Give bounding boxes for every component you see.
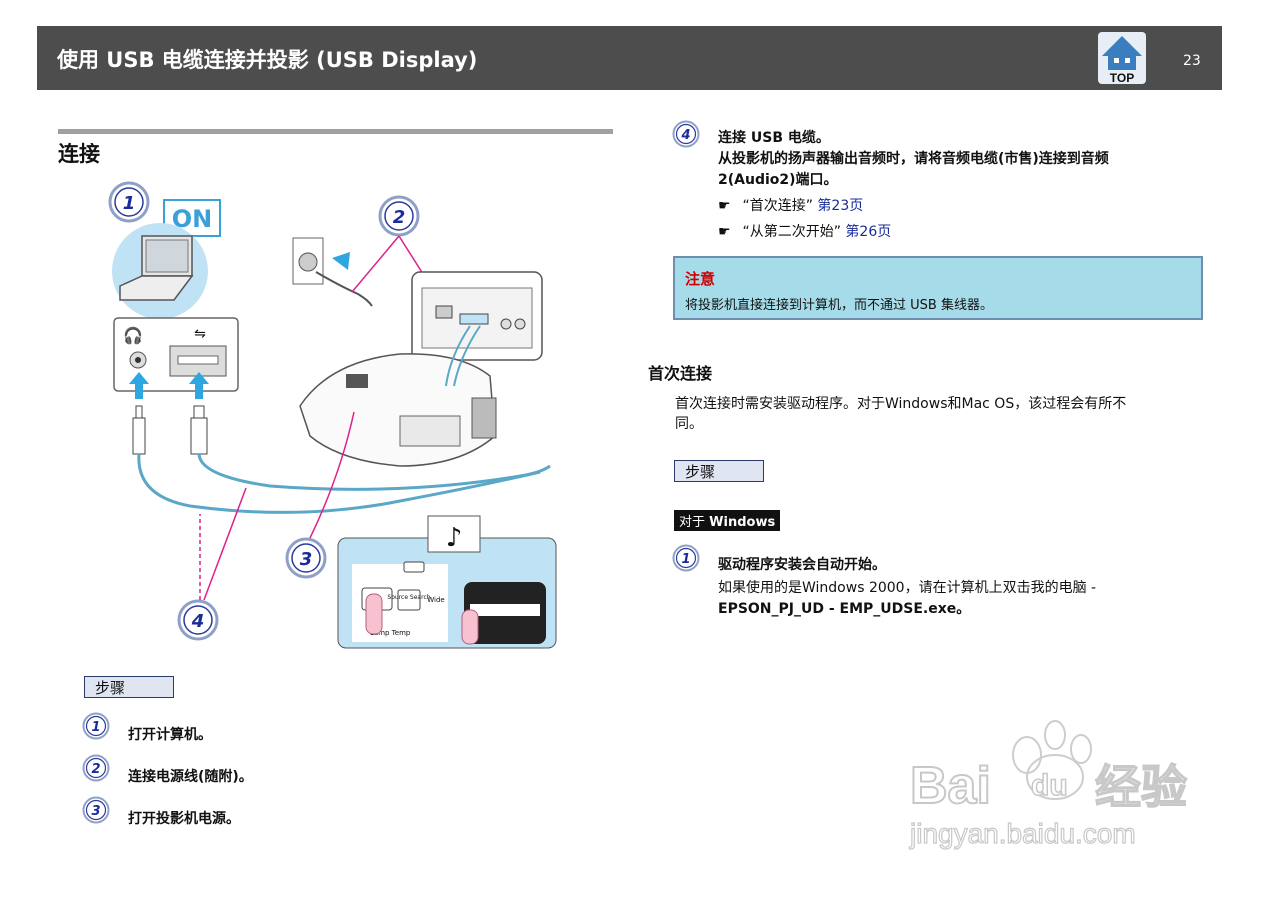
- note-text: 将投影机直接连接到计算机，而不通过 USB 集线器。: [685, 298, 993, 313]
- section-rule: [58, 129, 613, 134]
- top-home-icon[interactable]: TOP: [1096, 30, 1148, 86]
- connection-diagram: 1 ON 🎧 ⇋: [108, 181, 557, 649]
- first-connection-para-line1: 首次连接时需安装驱动程序。对于Windows和Mac OS，该过程会有所不: [675, 396, 1127, 412]
- win-step-1-number-icon: 1: [672, 544, 700, 572]
- note-title: 注意: [685, 270, 716, 288]
- svg-text:Bai: Bai: [910, 757, 991, 815]
- win-step-1-detail-line2: EPSON_PJ_UD - EMP_UDSE.exe。: [718, 601, 971, 617]
- step-4-title: 连接 USB 电缆。: [718, 130, 830, 146]
- callout-1-icon: 1: [108, 181, 150, 223]
- baidu-watermark-logo: Bai du 经验 jingyan.baidu.com: [908, 720, 1188, 850]
- svg-text:3: 3: [91, 804, 100, 819]
- plug-arrows: [129, 372, 209, 399]
- svg-text:du: du: [1031, 769, 1068, 802]
- ref-page-link[interactable]: 第23页: [817, 198, 864, 214]
- svg-text:Source Search: Source Search: [387, 594, 430, 601]
- svg-text:3: 3: [300, 549, 313, 570]
- svg-text:1: 1: [681, 552, 690, 567]
- svg-text:经验: 经验: [1095, 760, 1187, 814]
- projector-icon: [299, 353, 497, 467]
- svg-text:jingyan.baidu.com: jingyan.baidu.com: [909, 818, 1136, 849]
- step-3-number-icon: 3: [82, 796, 110, 824]
- first-connection-para-line2: 同。: [675, 416, 703, 432]
- callout-2-icon: 2: [378, 195, 420, 237]
- svg-text:Lamp Temp: Lamp Temp: [370, 629, 411, 637]
- step-4-number-icon: 4: [672, 120, 700, 148]
- header-bar: 使用 USB 电缆连接并投影 (USB Display) TOP 23: [37, 26, 1222, 90]
- step-3-text: 打开投影机电源。: [128, 811, 240, 827]
- page-header-title: 使用 USB 电缆连接并投影 (USB Display): [57, 48, 478, 72]
- pointing-hand-icon: ☛: [718, 198, 731, 214]
- step-2-number-icon: 2: [82, 754, 110, 782]
- laptop-icon: [112, 223, 208, 319]
- first-connection-heading: 首次连接: [648, 364, 713, 383]
- usb-plug: [190, 405, 208, 455]
- callout-3-icon: 3: [285, 537, 327, 579]
- windows-os-tag: 对于 Windows: [674, 510, 781, 531]
- svg-text:2: 2: [393, 207, 406, 228]
- svg-text:1: 1: [123, 193, 136, 214]
- page-number: 23: [1183, 53, 1201, 69]
- note-box: 注意 将投影机直接连接到计算机，而不通过 USB 集线器。: [673, 256, 1203, 320]
- svg-text:4: 4: [191, 611, 205, 632]
- computer-port-panel: 🎧 ⇋: [113, 317, 239, 392]
- pointing-hand-icon: ☛: [718, 224, 731, 240]
- svg-text:4: 4: [680, 128, 690, 143]
- step-4-detail-line1: 从投影机的扬声器输出音频时，请将音频电缆(市售)连接到音频: [718, 151, 1109, 167]
- power-outlet-icon: [292, 237, 373, 307]
- svg-text:⇋: ⇋: [194, 326, 206, 342]
- ref-page-link[interactable]: 第26页: [845, 224, 892, 240]
- audio-plug: [132, 405, 146, 455]
- ref-quote: “首次连接”: [742, 198, 813, 214]
- projector-port-inset: [411, 271, 543, 361]
- music-note-icon: ♪: [446, 523, 463, 553]
- ref-second-connection[interactable]: ☛ “从第二次开始” 第26页: [718, 221, 891, 241]
- ref-quote: “从第二次开始”: [742, 224, 841, 240]
- steps-tag-right: 步骤: [674, 460, 764, 482]
- os-tag-prefix: 对于: [679, 515, 706, 530]
- top-label: TOP: [1110, 71, 1134, 85]
- steps-tag-left: 步骤: [84, 676, 174, 698]
- control-panel-inset: Source Search Wide Lamp Temp ♪: [337, 515, 557, 649]
- callout-4-icon: 4: [177, 599, 219, 641]
- svg-text:2: 2: [91, 762, 100, 777]
- win-step-1-text: 驱动程序安装会自动开始。: [718, 557, 886, 573]
- svg-text:1: 1: [91, 720, 100, 735]
- os-tag-name: Windows: [709, 515, 776, 530]
- svg-text:Wide: Wide: [427, 596, 444, 604]
- win-step-1-detail-line1: 如果使用的是Windows 2000，请在计算机上双击我的电脑 -: [718, 580, 1097, 596]
- cables: [137, 453, 551, 514]
- svg-text:🎧: 🎧: [123, 326, 143, 345]
- step-4-detail-line2: 2(Audio2)端口。: [718, 172, 838, 188]
- step-2-text: 连接电源线(随附)。: [128, 769, 253, 785]
- section-title: 连接: [58, 142, 100, 166]
- ref-first-connection[interactable]: ☛ “首次连接” 第23页: [718, 195, 863, 215]
- step-1-number-icon: 1: [82, 712, 110, 740]
- step-1-text: 打开计算机。: [128, 727, 212, 743]
